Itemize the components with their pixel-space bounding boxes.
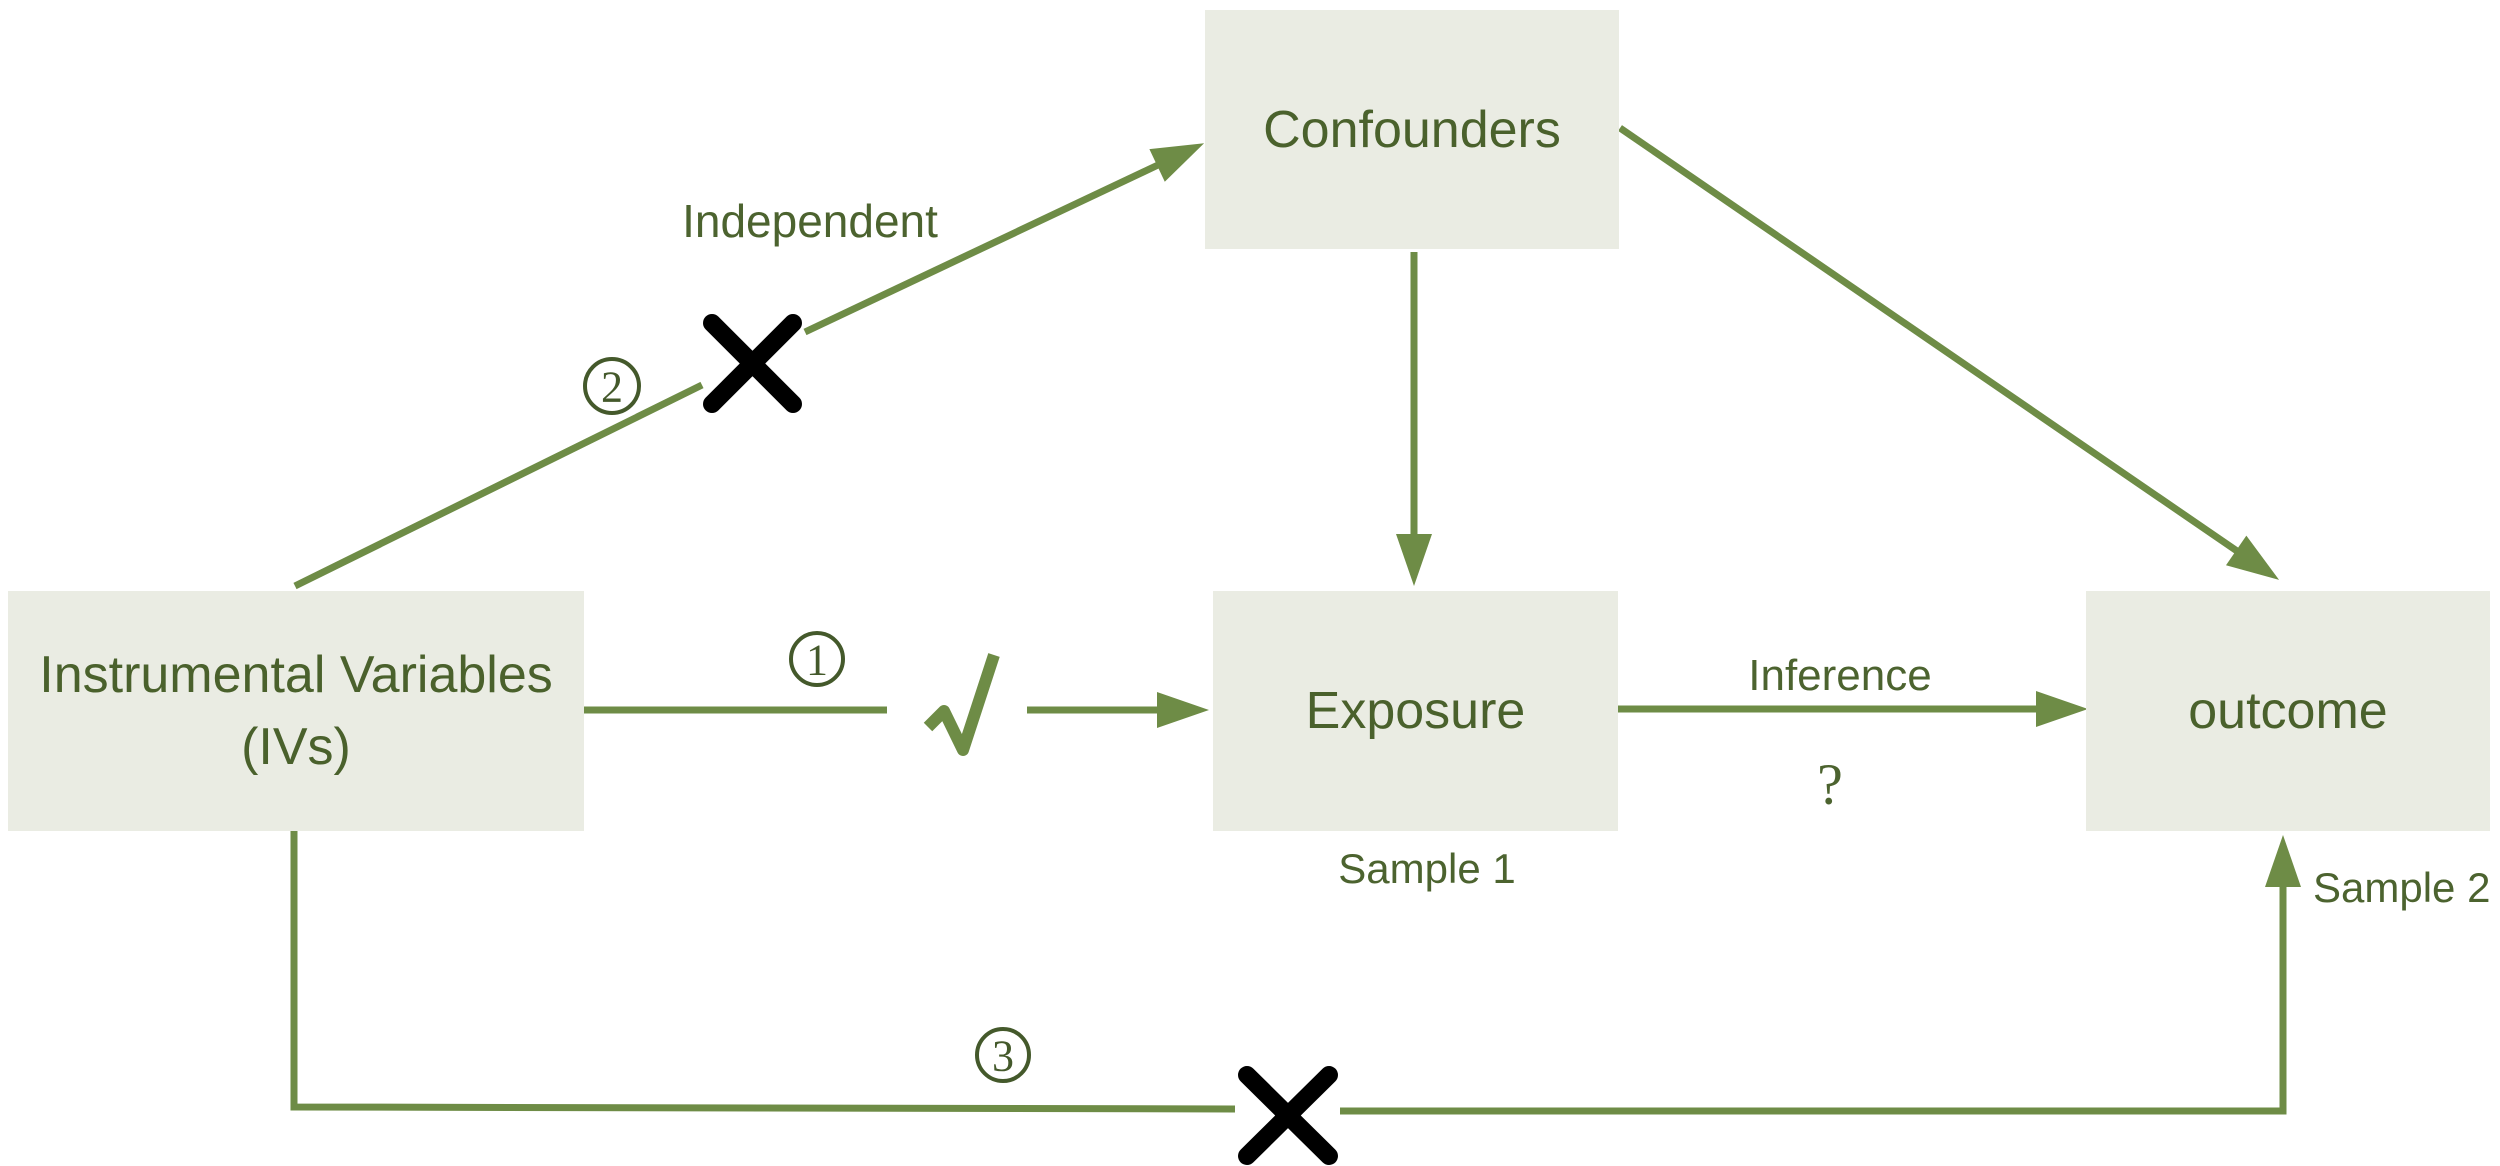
assumption-1-number: 1 [806,635,828,684]
edge-confounders-outcome [1618,125,2280,580]
node-instrumental-variables: Instrumental Variables (IVs) [8,591,584,831]
node-outcome: outcome [2086,591,2490,831]
edge-ivs-outcome-segment-right [1340,835,2301,1115]
node-confounders: Confounders [1205,10,1619,249]
node-ivs-label-line1: Instrumental Variables [39,646,553,704]
edge-ivs-confounders-segment-lower [293,381,704,590]
assumption-2-number: 2 [601,362,623,411]
assumption-2-badge: 2 [583,357,641,415]
assumption-3-badge: 3 [975,1027,1031,1083]
cross-icon-ivs-confounders [703,314,802,413]
node-exposure: Exposure [1213,591,1618,831]
question-mark-label: ? [1817,751,1843,817]
assumption-1-badge: 1 [789,631,845,687]
independent-label: Independent [682,195,938,247]
inference-label: Inference [1748,651,1932,700]
node-confounders-label: Confounders [1263,100,1561,159]
sample2-caption: Sample 2 [2313,864,2491,911]
edge-ivs-confounders-segment-upper [803,143,1205,336]
node-ivs-label-line2: (IVs) [241,718,351,776]
node-outcome-label: outcome [2188,682,2388,740]
node-exposure-label: Exposure [1305,682,1526,740]
sample1-caption: Sample 1 [1338,845,1516,892]
edge-ivs-outcome-segment-left [290,831,1236,1113]
assumption-3-number: 3 [992,1031,1014,1080]
cross-icon-ivs-outcome [1238,1066,1338,1165]
check-icon-ivs-exposure [923,653,1000,756]
